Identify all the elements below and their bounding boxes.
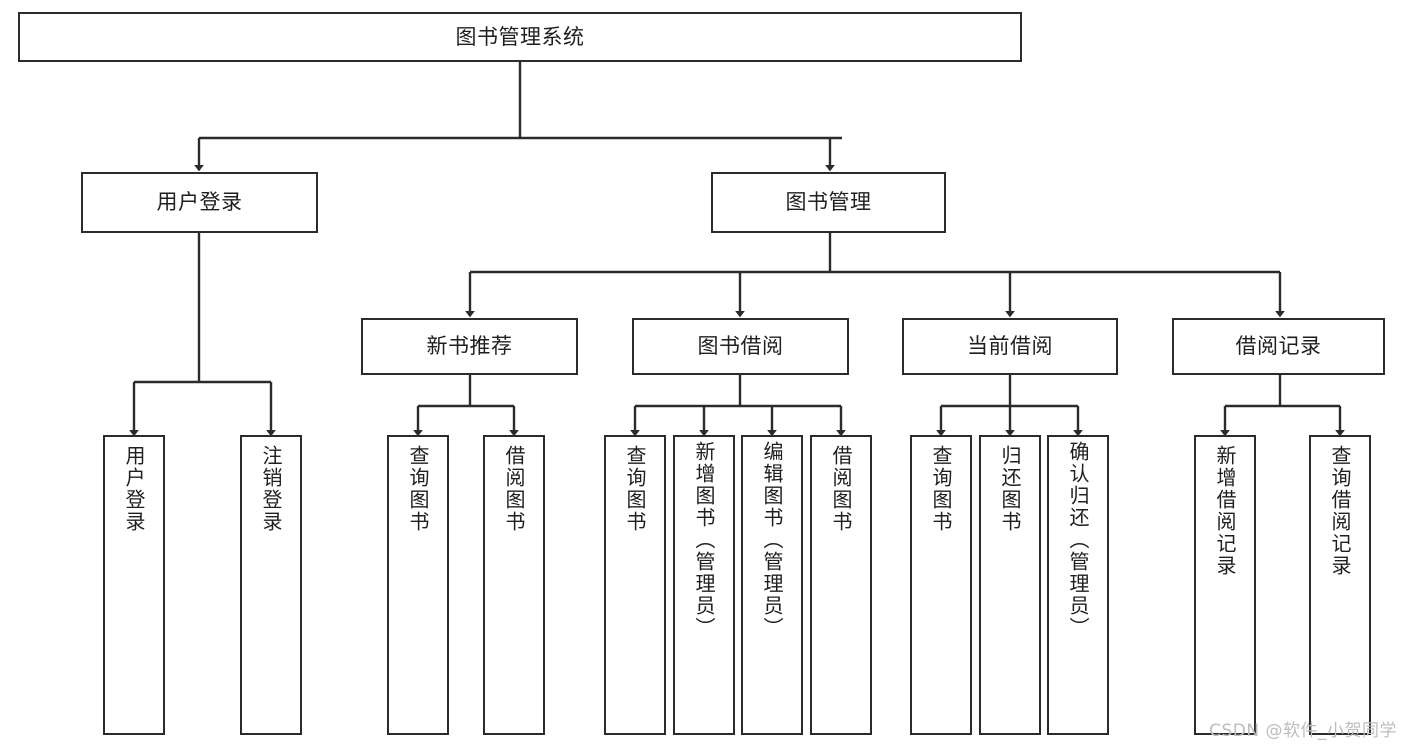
node-label: 查询图书 — [929, 445, 953, 533]
node-label: 图书借阅 — [697, 334, 784, 359]
node-leaf-borrow-record-0[interactable]: 新增借阅记录 — [1194, 435, 1256, 735]
node-leaf-user-login-1[interactable]: 注销登录 — [240, 435, 302, 735]
node-book-borrow[interactable]: 图书借阅 — [632, 318, 849, 375]
node-user-login[interactable]: 用户登录 — [81, 172, 318, 233]
node-leaf-current-borrow-1[interactable]: 归还图书 — [979, 435, 1041, 735]
node-borrow-record[interactable]: 借阅记录 — [1172, 318, 1385, 375]
node-leaf-book-borrow-2[interactable]: 编辑图书（管理员） — [741, 435, 803, 735]
node-label: 新增图书（管理员） — [692, 441, 716, 639]
node-leaf-book-borrow-1[interactable]: 新增图书（管理员） — [673, 435, 735, 735]
node-label: 图书管理 — [785, 190, 872, 215]
node-leaf-book-borrow-3[interactable]: 借阅图书 — [810, 435, 872, 735]
node-label: 新增借阅记录 — [1213, 445, 1237, 577]
node-label: 归还图书 — [998, 445, 1022, 533]
node-label: 图书管理系统 — [455, 24, 585, 49]
node-label: 查询图书 — [406, 445, 430, 533]
node-label: 用户登录 — [156, 190, 243, 215]
node-label: 借阅记录 — [1235, 334, 1322, 359]
node-leaf-user-login-0[interactable]: 用户登录 — [103, 435, 165, 735]
node-leaf-current-borrow-0[interactable]: 查询图书 — [910, 435, 972, 735]
node-current-borrow[interactable]: 当前借阅 — [902, 318, 1118, 375]
node-leaf-new-book-0[interactable]: 查询图书 — [387, 435, 449, 735]
node-leaf-borrow-record-1[interactable]: 查询借阅记录 — [1309, 435, 1371, 735]
node-label: 当前借阅 — [967, 334, 1053, 359]
node-label: 新书推荐 — [426, 334, 513, 359]
csdn-watermark: CSDN @软件_小贺同学 — [1209, 721, 1397, 741]
node-label: 确认归还（管理员） — [1066, 441, 1090, 639]
node-label: 借阅图书 — [502, 445, 526, 533]
node-label: 用户登录 — [122, 445, 146, 533]
node-leaf-new-book-1[interactable]: 借阅图书 — [483, 435, 545, 735]
node-label: 查询借阅记录 — [1328, 445, 1352, 577]
node-new-book-recommend[interactable]: 新书推荐 — [361, 318, 578, 375]
node-leaf-current-borrow-2[interactable]: 确认归还（管理员） — [1047, 435, 1109, 735]
node-label: 注销登录 — [259, 445, 283, 533]
node-label: 借阅图书 — [829, 445, 853, 533]
node-root-book-management-system[interactable]: 图书管理系统 — [18, 12, 1022, 62]
node-leaf-book-borrow-0[interactable]: 查询图书 — [604, 435, 666, 735]
node-label: 编辑图书（管理员） — [760, 441, 784, 639]
node-book-management[interactable]: 图书管理 — [711, 172, 946, 233]
node-label: 查询图书 — [623, 445, 647, 533]
